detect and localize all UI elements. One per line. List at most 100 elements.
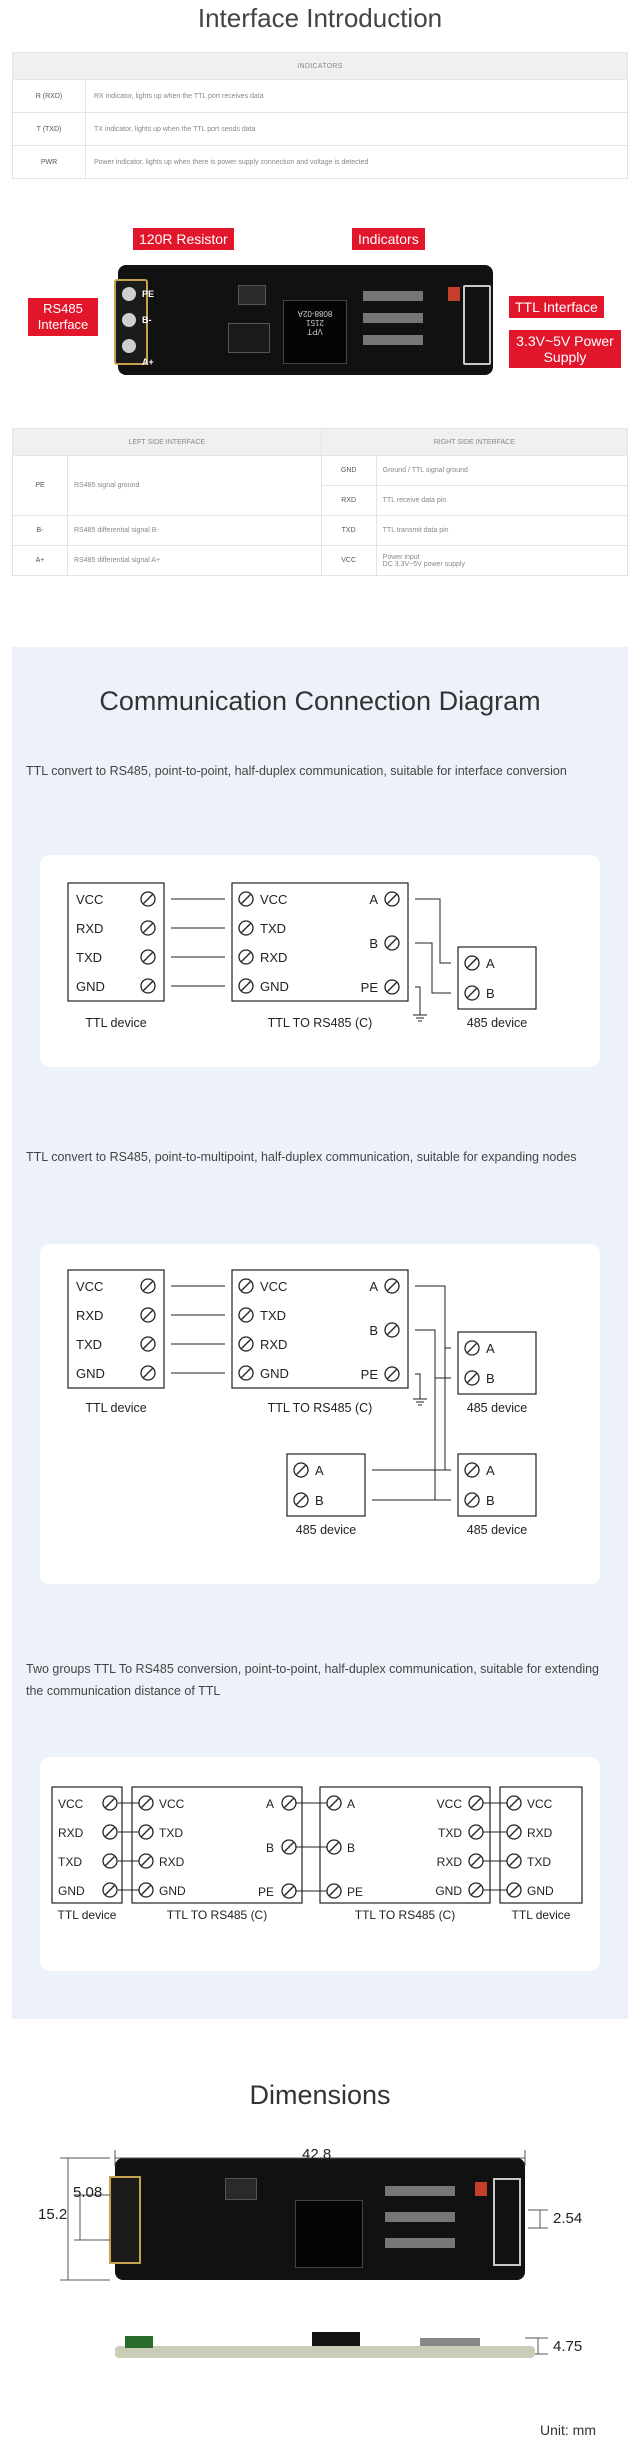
screw-icon: [105, 1885, 115, 1895]
chip: [295, 2200, 363, 2268]
pin-label: PE: [361, 1367, 379, 1382]
dim-inner: 5.08: [73, 2184, 103, 2201]
pin-label: TXD: [58, 1855, 82, 1869]
screw-icon: [284, 1886, 294, 1896]
dim-height: 15.2: [38, 2206, 68, 2223]
screw-icon: [509, 1827, 519, 1837]
component: [228, 323, 270, 353]
label-power-supply: 3.3V~5V Power Supply: [509, 330, 621, 368]
pin-label: RXD: [260, 1337, 287, 1352]
connection-diagram-3: VCCRXDTXDGNDVCCTXDRXDGNDABPEABPEVCCTXDRX…: [51, 1786, 583, 1922]
pin-label: RXD: [527, 1826, 553, 1840]
pin-label: GND: [435, 1884, 462, 1898]
screw-icon: [143, 1368, 153, 1378]
converter-box: [319, 1786, 491, 1904]
right-value: TTL receive data pin: [375, 485, 629, 516]
pin-label: GND: [260, 1366, 289, 1381]
pin-label: VCC: [58, 1797, 84, 1811]
right-key: GND: [320, 455, 377, 486]
screw-icon: [329, 1886, 339, 1896]
component: [363, 335, 423, 345]
pcb-board-dimension: [109, 2158, 525, 2280]
rs485-device-box: [457, 946, 537, 1010]
interface-table: LEFT SIDE INTERFACE RIGHT SIDE INTERFACE…: [12, 428, 629, 576]
screw-icon: [143, 1339, 153, 1349]
screw-icon: [122, 313, 136, 327]
left-interface-header: LEFT SIDE INTERFACE: [12, 428, 322, 456]
pin-label: VCC: [159, 1797, 185, 1811]
screw-icon: [509, 1798, 519, 1808]
indicator-key: PWR: [12, 145, 86, 179]
device-label: TTL device: [85, 1016, 146, 1030]
screw-icon: [467, 958, 477, 968]
diagram-description-2: TTL convert to RS485, point-to-multipoin…: [26, 1150, 577, 1164]
pin-label: GND: [159, 1884, 186, 1898]
left-terminal-block: [109, 2176, 141, 2264]
screw-icon: [141, 1856, 151, 1866]
screw-icon: [143, 981, 153, 991]
pin-label: RXD: [260, 950, 287, 965]
pin-label: GND: [527, 1884, 554, 1898]
pin-label: TXD: [527, 1855, 551, 1869]
screw-icon: [387, 894, 397, 904]
screw-icon: [387, 1369, 397, 1379]
indicators-header: INDICATORS: [12, 52, 628, 80]
pin-label: B: [369, 1323, 378, 1338]
wire: [415, 898, 451, 964]
device-label: TTL TO RS485 (C): [167, 1908, 267, 1922]
pin-label: VCC: [260, 892, 287, 907]
screw-icon: [122, 287, 136, 301]
screw-icon: [467, 1465, 477, 1475]
pin-label: TXD: [260, 1308, 286, 1323]
screw-icon: [143, 1310, 153, 1320]
pin-label: TXD: [438, 1826, 462, 1840]
screw-icon: [467, 1343, 477, 1353]
screw-icon: [387, 982, 397, 992]
indicator-value: RX indicator, lights up when the TTL por…: [85, 79, 628, 113]
section-title-dimensions: Dimensions: [249, 2080, 391, 2110]
screw-icon: [141, 1827, 151, 1837]
screw-icon: [143, 952, 153, 962]
screw-icon: [105, 1827, 115, 1837]
screw-icon: [329, 1798, 339, 1808]
screw-icon: [467, 1373, 477, 1383]
pin-label: A: [486, 1341, 495, 1356]
screw-icon: [241, 981, 251, 991]
pin-label: RXD: [76, 921, 103, 936]
page-title-interface: Interface Introduction: [197, 3, 443, 33]
device-label: 485 device: [467, 1523, 528, 1537]
pin-label: B: [266, 1841, 274, 1855]
left-key: A+: [12, 545, 68, 576]
screw-icon: [105, 1856, 115, 1866]
screw-icon: [387, 1281, 397, 1291]
pin-label: TXD: [159, 1826, 183, 1840]
screw-icon: [471, 1856, 481, 1866]
device-label: TTL device: [85, 1401, 146, 1415]
screw-icon: [467, 1495, 477, 1505]
pin-label: B: [486, 1493, 495, 1508]
pin-label-b: B-: [142, 315, 152, 325]
right-interface-header: RIGHT SIDE INTERFACE: [320, 428, 629, 456]
indicators-table: INDICATORS R (RXD) RX indicator, lights …: [12, 52, 628, 179]
table-row: B- RS485 differential signal B- TXD TTL …: [12, 515, 629, 546]
pin-label-pe: PE: [142, 289, 155, 299]
indicator-key: T (TXD): [12, 112, 86, 146]
pin-label: GND: [76, 979, 105, 994]
table-row: PWR Power indicator, lights up when ther…: [12, 145, 628, 179]
screw-icon: [509, 1856, 519, 1866]
pin-label: A: [369, 892, 378, 907]
dim-width: 42.8: [302, 2146, 332, 2163]
pin-label: A: [486, 956, 495, 971]
screw-icon: [296, 1495, 306, 1505]
right-key: VCC: [320, 545, 377, 576]
component: [363, 313, 423, 323]
left-value: RS485 differential signal A+: [67, 545, 322, 576]
right-header-pins: [463, 285, 491, 365]
pin-label: RXD: [58, 1826, 84, 1840]
pin-label: A: [486, 1463, 495, 1478]
pin-label: VCC: [76, 892, 103, 907]
pin-label: RXD: [159, 1855, 185, 1869]
